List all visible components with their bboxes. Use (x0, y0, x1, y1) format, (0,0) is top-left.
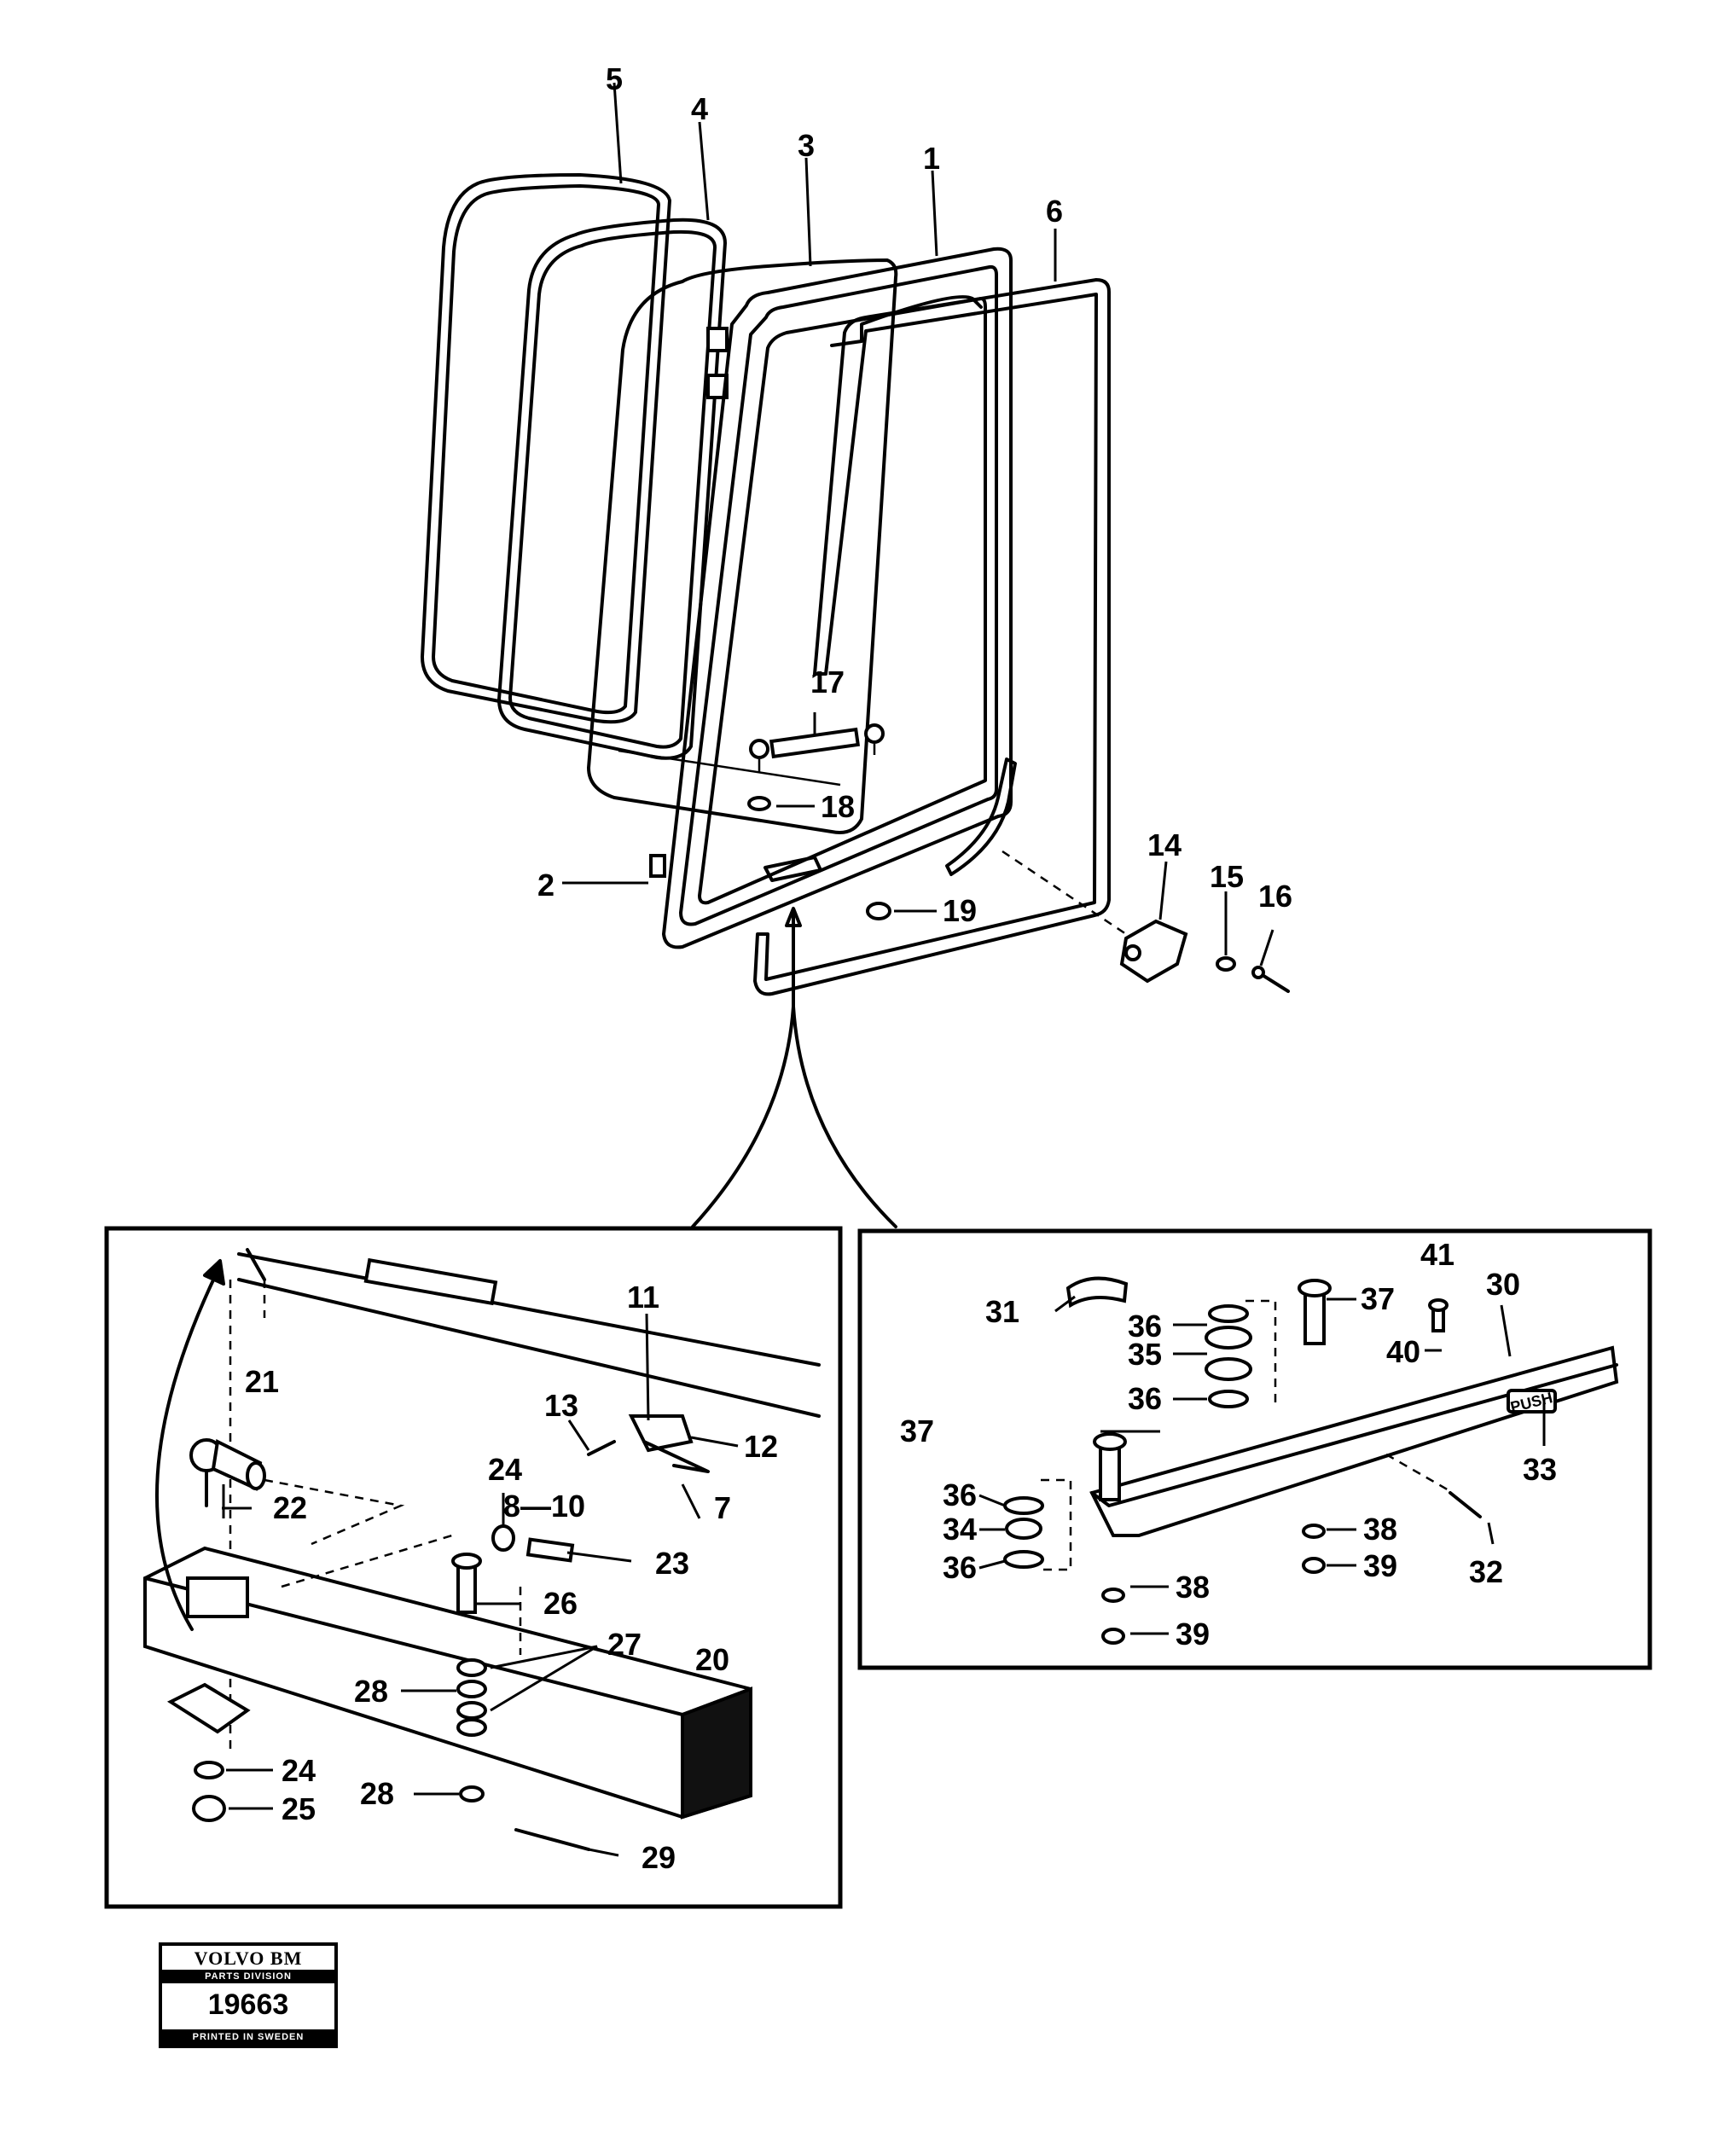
callout-37-upper: 37 (1361, 1281, 1395, 1316)
callout-26: 26 (543, 1586, 578, 1621)
callout-32: 32 (1469, 1554, 1503, 1589)
callout-5: 5 (606, 61, 623, 96)
callout-30: 30 (1486, 1267, 1520, 1302)
callout-41: 41 (1420, 1237, 1454, 1272)
callout-34: 34 (943, 1512, 977, 1547)
gas-strut-17 (749, 723, 885, 772)
callout-4: 4 (691, 91, 708, 126)
latch-arm (945, 758, 1017, 876)
screw-16 (1251, 966, 1290, 993)
callout-13: 13 (544, 1388, 578, 1423)
callout-3: 3 (798, 128, 815, 163)
callout-36-a: 36 (1128, 1309, 1162, 1344)
callout-36-c: 36 (943, 1477, 977, 1512)
glass-pane-3 (587, 258, 898, 834)
stamp-brand: VOLVO BM (194, 1948, 303, 1969)
callout-20: 20 (695, 1642, 729, 1677)
callout-18: 18 (821, 789, 855, 824)
callout-14: 14 (1147, 827, 1182, 862)
callout-35: 35 (1128, 1337, 1162, 1372)
callout-19: 19 (943, 893, 977, 928)
washer-18 (747, 796, 771, 811)
callout-28-lower: 28 (360, 1776, 394, 1811)
callout-25: 25 (282, 1791, 316, 1826)
callout-39-upper: 39 (1363, 1548, 1397, 1583)
callout-24-upper: 24 (488, 1452, 522, 1487)
callout-7: 7 (714, 1490, 731, 1525)
callout-36-b: 36 (1128, 1381, 1162, 1416)
handle-14 (1119, 919, 1188, 984)
callout-8-10: 8—10 (503, 1489, 585, 1524)
nut-19 (866, 902, 891, 920)
callout-37-lower: 37 (900, 1413, 934, 1448)
seal-frame-6 (753, 278, 1111, 996)
callout-6: 6 (1046, 194, 1063, 229)
callout-29: 29 (642, 1840, 676, 1875)
stamp-number: 19663 (207, 1988, 289, 2021)
washer-15 (1216, 956, 1236, 972)
window-frame-1 (649, 247, 1013, 949)
callout-38-upper: 38 (1363, 1512, 1397, 1547)
callout-38-lower: 38 (1176, 1570, 1210, 1605)
left-detail (143, 1248, 821, 1851)
callout-33: 33 (1523, 1452, 1557, 1487)
callout-39-lower: 39 (1176, 1617, 1210, 1651)
callout-31: 31 (985, 1294, 1019, 1329)
callout-40: 40 (1386, 1334, 1420, 1369)
callout-28-upper: 28 (354, 1674, 388, 1709)
callout-36-d: 36 (943, 1550, 977, 1585)
seal-strip-5 (421, 173, 671, 724)
stamp-footer: PRINTED IN SWEDEN (162, 2029, 334, 2045)
callout-21: 21 (245, 1364, 279, 1399)
callout-1: 1 (923, 141, 940, 176)
callout-12: 12 (744, 1429, 778, 1464)
volvo-bm-stamp: VOLVO BM PARTS DIVISION 19663 PRINTED IN… (159, 1942, 338, 2048)
stamp-division: PARTS DIVISION (162, 1970, 334, 1983)
right-detail (1003, 1276, 1619, 1645)
callout-17: 17 (810, 665, 845, 699)
callout-27: 27 (607, 1627, 642, 1662)
callout-23: 23 (655, 1546, 689, 1581)
callout-16: 16 (1258, 879, 1292, 914)
callout-11: 11 (627, 1280, 659, 1315)
callout-24-lower: 24 (282, 1753, 316, 1788)
callout-22: 22 (273, 1490, 307, 1525)
callout-15: 15 (1210, 859, 1244, 894)
callout-2: 2 (537, 868, 554, 903)
